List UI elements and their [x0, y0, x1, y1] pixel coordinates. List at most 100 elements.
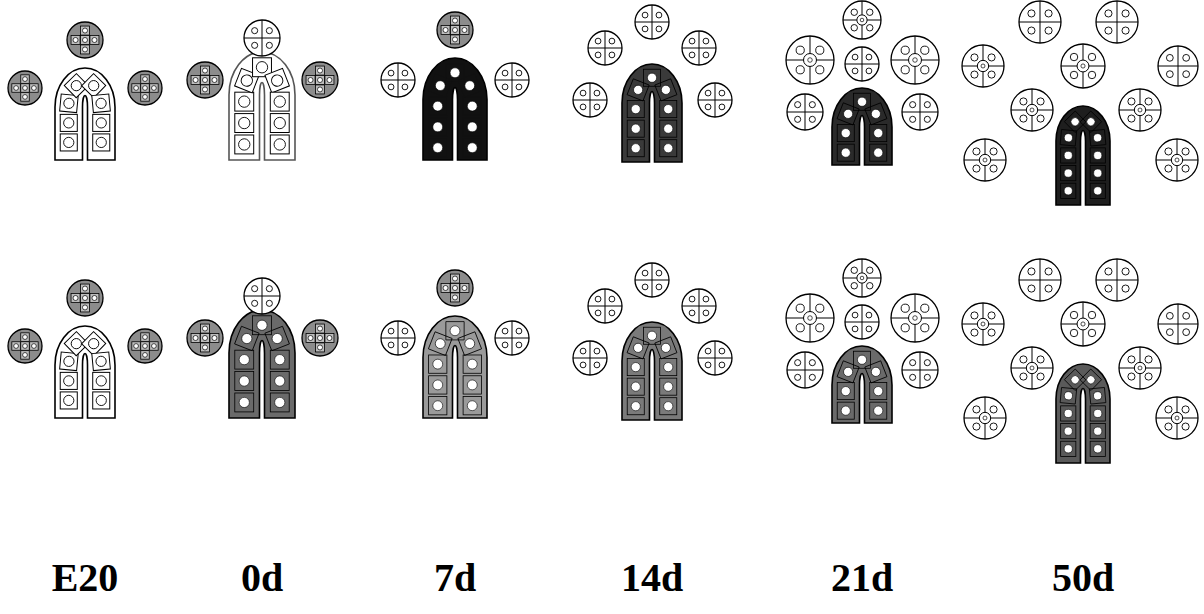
cell	[973, 406, 980, 413]
septum	[1177, 166, 1178, 181]
septum	[962, 66, 977, 67]
nucleus	[63, 356, 74, 367]
cell	[642, 26, 648, 32]
germ-cell	[660, 101, 677, 118]
septum	[605, 306, 622, 307]
septum	[810, 36, 811, 54]
nucleus	[874, 406, 883, 415]
nucleus	[239, 139, 250, 150]
septum	[605, 306, 606, 323]
cell	[796, 46, 804, 54]
nucleus	[317, 77, 322, 82]
septum	[1089, 324, 1105, 325]
nucleus	[1093, 391, 1102, 400]
nucleus	[275, 376, 285, 386]
cell	[306, 334, 315, 343]
septum	[398, 80, 415, 81]
follicle	[962, 45, 1004, 87]
nucleus	[1064, 187, 1072, 195]
nucleus	[1175, 158, 1179, 162]
nucleus	[913, 316, 918, 321]
follicle	[1158, 46, 1198, 86]
septum	[512, 63, 513, 80]
septum	[1158, 66, 1178, 67]
germ-cell	[92, 94, 111, 113]
arch-wall	[1056, 364, 1110, 463]
germ-cell	[870, 144, 887, 161]
cell	[595, 310, 601, 316]
septum	[862, 1, 863, 15]
oocyte	[1026, 104, 1037, 115]
cell	[516, 328, 522, 334]
septum	[1146, 368, 1161, 369]
cell	[837, 125, 854, 142]
cell	[703, 310, 709, 316]
follicle	[1011, 89, 1053, 131]
germ-cell	[1090, 183, 1105, 198]
septum	[262, 296, 280, 297]
arch-wall	[423, 58, 487, 160]
germ-cell	[463, 355, 481, 373]
cell	[1045, 10, 1052, 17]
septum	[991, 418, 1006, 419]
cell	[1105, 285, 1112, 292]
cell	[719, 104, 725, 110]
oocyte	[804, 312, 817, 325]
germ-cell	[82, 74, 106, 98]
septum	[1117, 22, 1118, 43]
cell	[388, 70, 394, 76]
cell	[901, 46, 909, 54]
nucleus	[92, 295, 97, 300]
follicle-outline	[67, 22, 103, 58]
cell	[866, 54, 872, 60]
follicle	[381, 63, 415, 97]
cell	[1145, 98, 1152, 105]
germ-cell	[1090, 441, 1105, 456]
cell	[502, 342, 508, 348]
nucleus	[467, 101, 477, 111]
nucleus	[239, 117, 250, 128]
panel	[381, 12, 529, 160]
cell	[910, 116, 916, 122]
stage-label: 14d	[621, 556, 683, 600]
cell	[252, 42, 258, 48]
nucleus	[664, 144, 673, 153]
nucleus	[983, 416, 987, 420]
septum	[983, 303, 984, 318]
germ-cell	[1090, 406, 1105, 421]
arch-wall	[229, 310, 295, 418]
cell	[201, 343, 210, 352]
nucleus	[981, 64, 985, 68]
septum	[699, 48, 716, 49]
panel-row	[8, 1, 1198, 205]
cell	[1166, 71, 1173, 78]
cell	[703, 38, 709, 44]
cell	[1089, 387, 1106, 404]
cell	[1165, 148, 1172, 155]
germ-cell	[627, 120, 644, 137]
follicle	[845, 305, 879, 339]
cell	[463, 139, 481, 157]
septum	[715, 341, 716, 358]
nucleus	[664, 124, 673, 133]
nucleus	[874, 387, 883, 396]
gonad-arch	[55, 68, 115, 160]
septum	[843, 278, 857, 279]
cell	[1088, 311, 1095, 318]
nucleus	[143, 335, 148, 340]
septum	[1040, 280, 1041, 301]
nucleus	[143, 95, 148, 100]
cell	[973, 148, 980, 155]
septum	[652, 5, 653, 22]
follicle-outline	[437, 12, 473, 48]
cell	[306, 76, 315, 85]
germ-cell	[627, 79, 649, 101]
germ-cell	[458, 74, 482, 98]
follicle	[891, 36, 939, 84]
nucleus	[256, 62, 267, 73]
septum	[921, 318, 939, 319]
cell	[852, 54, 858, 60]
cell	[30, 84, 39, 93]
septum	[920, 94, 921, 112]
cell	[1165, 165, 1172, 172]
